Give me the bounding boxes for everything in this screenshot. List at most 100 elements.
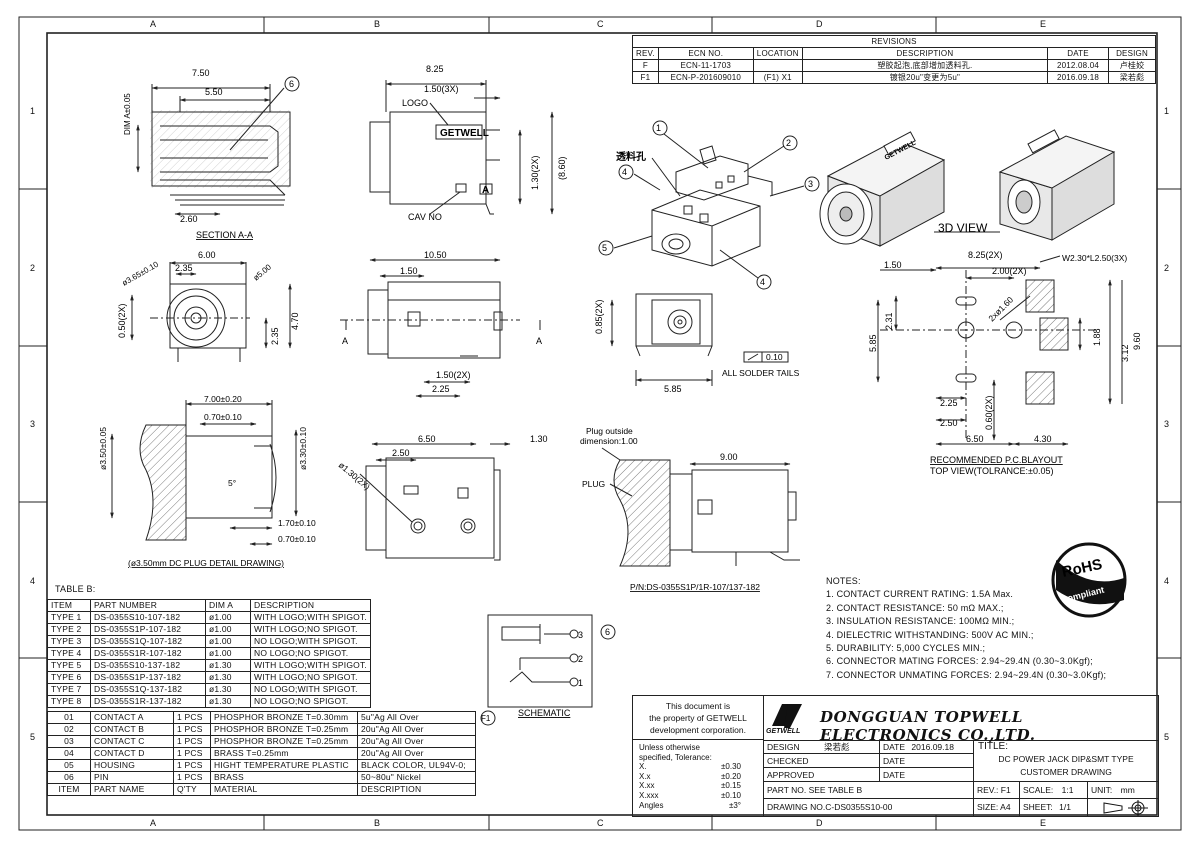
dim-0-50-2x: 0.50(2X) [117, 303, 127, 338]
table-b: ITEM PART NUMBER DIM A DESCRIPTION TYPE … [47, 599, 372, 708]
table-b-cell: WITH LOGO;NO SPIGOT. [249, 623, 372, 636]
table-b-cell: ø1.30 [204, 659, 251, 672]
angle-5: 5° [228, 478, 236, 488]
dim-1-50-3x: 1.50(3X) [424, 84, 459, 94]
iso-callout-3: 3 [808, 179, 813, 189]
table-b-cell: DS-0355S1P-107-182 [89, 623, 206, 636]
schematic-pin-3: 3 [578, 630, 583, 640]
bom-cell: 1 PCS [173, 771, 211, 784]
dim-4-30: 4.30 [1034, 434, 1052, 444]
rev-header-description: DESCRIPTION [801, 47, 1049, 60]
property-note-line: development corporation. [650, 725, 746, 735]
dim-8-25: 8.25 [426, 64, 444, 74]
zone-row-3-left: 3 [30, 419, 36, 429]
iso-callout-4a: 4 [622, 167, 627, 177]
zone-row-5-left: 5 [30, 732, 36, 742]
dim-pcb-1-50: 1.50 [884, 260, 902, 270]
table-b-cell: TYPE 7 [47, 683, 91, 696]
section-mark-a: A [482, 185, 489, 196]
zone-col-b-top: B [374, 19, 381, 29]
unit-value: mm [1120, 785, 1135, 795]
notes: NOTES: 1. CONTACT CURRENT RATING: 1.5A M… [826, 575, 1106, 682]
cav-no-label: CAV NO [408, 212, 442, 222]
table-b-cell: NO LOGO;NO SPIGOT. [249, 695, 372, 708]
section-caption: SECTION A-A [196, 230, 253, 240]
dim-0-85: 0.85(2X) [594, 299, 604, 334]
tolerance-value: ±0.30 [721, 762, 741, 772]
rev-cell: F1 [632, 71, 659, 84]
bom-cell: 06 [47, 771, 91, 784]
table-b-cell: DS-0355S1P-137-182 [89, 671, 206, 684]
sheet-value: 1/1 [1059, 802, 1071, 812]
table-b-cell: DS-0355S10-137-182 [89, 659, 206, 672]
checked-label: CHECKED [764, 754, 880, 768]
mating-view [601, 447, 800, 567]
rev-header-location: LOCATION [752, 47, 803, 60]
dim-3-65: ø3.65±0.10 [121, 259, 161, 287]
table-b-cell: TYPE 1 [47, 611, 91, 624]
bom-cell: 02 [47, 723, 91, 736]
unit-label: UNIT: [1091, 785, 1113, 795]
table-b-cell: NO LOGO;NO SPIGOT. [249, 647, 372, 660]
balloon-6-section: 6 [289, 79, 294, 89]
bom-cell: BLACK COLOR, UL94V-0; [357, 759, 476, 772]
zone-row-2-left: 2 [30, 263, 36, 273]
bom-cell: CONTACT C [90, 735, 174, 748]
tolerance-key: Angles [639, 800, 664, 810]
flatness-tol: 0.10 [766, 352, 783, 362]
bom-cell: PHOSPHOR BRONZE T=0.25mm [210, 723, 358, 736]
bom-cell: PHOSPHOR BRONZE T=0.25mm [210, 735, 358, 748]
schematic-caption: SCHEMATIC [518, 708, 571, 718]
rev-cell: 2016.09.18 [1047, 71, 1109, 84]
getwell-logo-text: GETWELL [766, 728, 801, 735]
notes-title: NOTES: [826, 576, 861, 586]
table-b-cell: WITH LOGO;WITH SPIGOT. [249, 659, 372, 672]
tolerance-value: ±0.20 [721, 771, 741, 781]
section-a-right: A [536, 336, 542, 346]
bom-header: PART NAME [90, 783, 174, 796]
bom-cell: 03 [47, 735, 91, 748]
table-b-cell: DS-0355S1Q-137-182 [89, 683, 206, 696]
bom-cell: 05 [47, 759, 91, 772]
zone-col-e-bottom: E [1040, 818, 1047, 828]
bom-header: Q'TY [173, 783, 211, 796]
bom-cell: 01 [47, 711, 91, 724]
title-block: This document is the property of GETWELL… [632, 695, 1159, 817]
rev-header-date: DATE [1047, 47, 1109, 60]
revisions-table: REVISIONS REV. ECN NO. LOCATION DESCRIPT… [632, 35, 1156, 84]
projection-symbol-icon [1103, 800, 1148, 816]
table-b-cell: TYPE 6 [47, 671, 91, 684]
dim-7-00: 7.00±0.20 [204, 394, 242, 404]
table-b-cell: DS-0355S10-107-182 [89, 611, 206, 624]
plug-detail-caption: (ø3.50mm DC PLUG DETAIL DRAWING) [128, 558, 284, 568]
tolerance-value: ±3° [728, 800, 741, 810]
dim-5-50: 5.50 [205, 87, 223, 97]
top-view [340, 258, 541, 398]
date-label: DATE [883, 742, 906, 752]
zone-row-5-right: 5 [1164, 732, 1170, 742]
table-b-cell: WITH LOGO;NO SPIGOT. [249, 671, 372, 684]
bom-cell: CONTACT D [90, 747, 174, 760]
drawing-no: DRAWING NO.C-DS0355S10-00 [764, 799, 974, 816]
bom-cell: CONTACT B [90, 723, 174, 736]
rev-cell: 梁若彪 [1108, 71, 1156, 84]
table-b-header: DESCRIPTION [249, 599, 372, 612]
plug-outside-label: Plug outside [586, 426, 633, 436]
zone-col-c-bottom: C [597, 818, 604, 828]
dim-2-35-top: 2.35 [175, 263, 193, 273]
rev-cell: 2012.08.04 [1047, 59, 1109, 72]
dim-0-70: 0.70±0.10 [204, 412, 242, 422]
solder-tails-note: ALL SOLDER TAILS [722, 368, 800, 378]
rev-header-rev: REV. [632, 47, 659, 60]
rev-cell: 镀银20u"变更为5u" [801, 71, 1049, 84]
table-b-cell: TYPE 5 [47, 659, 91, 672]
zone-col-d-bottom: D [816, 818, 823, 828]
